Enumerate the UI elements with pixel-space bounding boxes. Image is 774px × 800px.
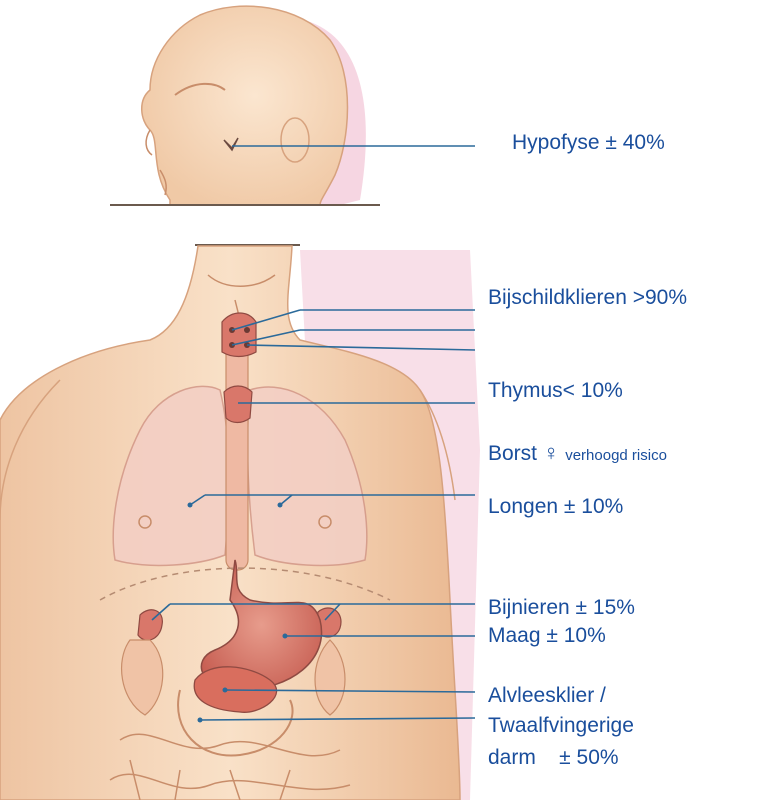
female-symbol-icon: ♀ <box>543 440 560 465</box>
label-alvleesklier-3: darm ± 50% <box>488 745 619 770</box>
parathyroid-glands <box>222 313 256 357</box>
head <box>142 6 348 205</box>
thymus-organ <box>224 386 252 423</box>
label-alvleesklier-1: Alvleesklier / <box>488 683 606 708</box>
label-longen: Longen ± 10% <box>488 494 623 519</box>
label-bijnieren: Bijnieren ± 15% <box>488 595 635 620</box>
label-alvleesklier-2: Twaalfvingerige <box>488 713 634 738</box>
label-borst: Borst ♀ verhoogd risico <box>488 440 667 468</box>
label-maag: Maag ± 10% <box>488 623 606 648</box>
label-thymus: Thymus< 10% <box>488 378 623 403</box>
trachea <box>226 320 248 570</box>
label-hypofyse: Hypofyse ± 40% <box>512 130 665 155</box>
borst-text: Borst <box>488 442 537 465</box>
borst-note: verhoogd risico <box>565 447 667 464</box>
label-bijschildklieren: Bijschildklieren >90% <box>488 285 687 310</box>
